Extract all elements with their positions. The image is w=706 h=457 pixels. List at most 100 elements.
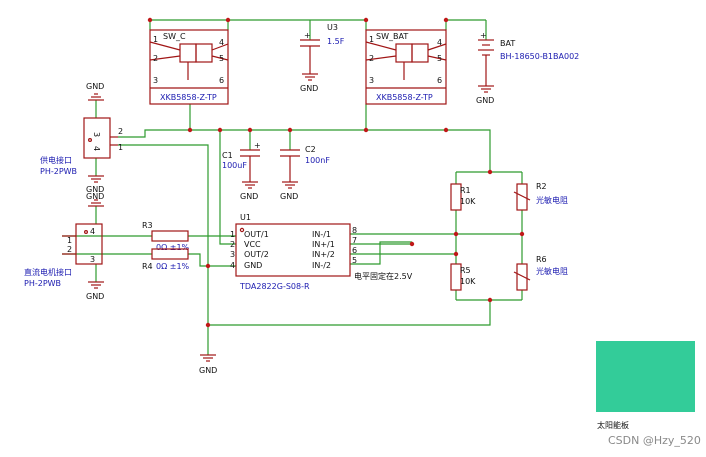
svg-text:4: 4 (92, 146, 101, 151)
junctions (147, 17, 525, 328)
svg-text:1: 1 (153, 35, 158, 44)
svg-text:GND: GND (244, 261, 262, 270)
r1-value: 10K (460, 197, 476, 206)
svg-text:3: 3 (90, 255, 95, 264)
r3-ref: R3 (142, 221, 153, 230)
power-connector-name: 供电接口 (40, 155, 72, 165)
switch-sw-bat: 1 2 3 4 5 6 SW_BAT XKB5858-Z-TP (365, 29, 447, 105)
solar-panel: 太阳能板 (596, 341, 695, 430)
motor-connector: 1 2 4 3 直流电机接口 PH-2PWB (24, 223, 103, 288)
gnd-u3: GND (300, 73, 318, 93)
svg-text:OUT/1: OUT/1 (244, 230, 269, 239)
svg-text:VCC: VCC (244, 240, 261, 249)
svg-text:7: 7 (352, 236, 357, 245)
svg-text:1: 1 (67, 236, 72, 245)
svg-text:2: 2 (153, 54, 158, 63)
gnd-main: GND (199, 354, 217, 375)
svg-text:GND: GND (476, 96, 494, 105)
svg-text:3: 3 (369, 76, 374, 85)
svg-text:GND: GND (300, 84, 318, 93)
sw-c-part: XKB5858-Z-TP (160, 93, 217, 102)
watermark: CSDN @Hzy_520 (608, 434, 701, 447)
bat-part: BH-18650-B1BA002 (500, 52, 579, 61)
capacitor-c1: + C1 100uF (222, 141, 261, 182)
r4-value: 0Ω ±1% (156, 262, 190, 271)
svg-text:2: 2 (230, 240, 235, 249)
gnd-bat: GND (476, 85, 494, 105)
gnd-power-bottom: GND (86, 175, 104, 194)
svg-text:OUT/2: OUT/2 (244, 250, 269, 259)
svg-text:6: 6 (352, 246, 357, 255)
svg-text:+: + (480, 31, 487, 40)
svg-text:3: 3 (153, 76, 158, 85)
photoresistor-r6: R6 光敏电阻 (513, 255, 568, 291)
svg-text:5: 5 (352, 256, 357, 265)
solar-label: 太阳能板 (597, 420, 629, 430)
ground-symbols: GND GND GND GND GND GND GND GND (86, 73, 494, 375)
svg-text:3: 3 (92, 132, 101, 137)
gnd-c2: GND (280, 181, 298, 201)
r5-ref: R5 (460, 266, 471, 275)
svg-text:1: 1 (118, 143, 123, 152)
r2-value: 光敏电阻 (536, 195, 568, 205)
svg-text:GND: GND (86, 82, 104, 91)
svg-text:IN+/2: IN+/2 (312, 250, 335, 259)
svg-text:5: 5 (219, 54, 224, 63)
svg-text:IN-/1: IN-/1 (312, 230, 331, 239)
gnd-motor-bottom: GND (86, 281, 104, 301)
svg-text:5: 5 (437, 54, 442, 63)
svg-text:3: 3 (230, 250, 235, 259)
capacitor-c2: C2 100nF (280, 145, 330, 182)
ic-u1: U1 1 OUT/1 2 VCC 3 OUT/2 4 GND IN-/1 8 I… (230, 213, 357, 291)
photoresistor-r2: R2 光敏电阻 (513, 182, 568, 211)
svg-text:2: 2 (118, 127, 123, 136)
svg-text:GND: GND (280, 192, 298, 201)
sw-bat-part: XKB5858-Z-TP (376, 93, 433, 102)
svg-text:GND: GND (86, 192, 104, 201)
gnd-motor-top: GND (86, 192, 104, 207)
resistor-r1: R1 10K (450, 183, 476, 211)
r1-ref: R1 (460, 186, 471, 195)
capacitor-u3: + U3 1.5F (300, 23, 345, 74)
power-connector: 2 1 3 4 供电接口 PH-2PWB (40, 117, 123, 176)
svg-text:GND: GND (240, 192, 258, 201)
svg-text:4: 4 (90, 227, 95, 236)
svg-text:GND: GND (199, 366, 217, 375)
resistor-r3: R3 0Ω ±1% (142, 221, 190, 252)
battery-bat: + BAT BH-18650-B1BA002 (478, 31, 579, 86)
sw-bat-ref: SW_BAT (376, 32, 408, 41)
svg-text:8: 8 (352, 226, 357, 235)
svg-text:IN-/2: IN-/2 (312, 261, 331, 270)
svg-text:+: + (254, 141, 261, 150)
resistor-r4: R4 0Ω ±1% (142, 248, 190, 271)
svg-text:IN+/1: IN+/1 (312, 240, 335, 249)
svg-text:6: 6 (219, 76, 224, 85)
svg-text:GND: GND (86, 185, 104, 194)
u1-part: TDA2822G-S08-R (239, 282, 310, 291)
u3-ref: U3 (327, 23, 338, 32)
r6-value: 光敏电阻 (536, 266, 568, 276)
sw-c-ref: SW_C (163, 32, 186, 41)
svg-text:6: 6 (437, 76, 442, 85)
svg-text:2: 2 (67, 245, 72, 254)
bat-ref: BAT (500, 39, 515, 48)
gnd-c1: GND (240, 181, 258, 201)
svg-text:GND: GND (86, 292, 104, 301)
gnd-power-top: GND (86, 82, 104, 101)
r2-ref: R2 (536, 182, 547, 191)
c1-value: 100uF (222, 161, 247, 170)
motor-connector-part: PH-2PWB (24, 279, 61, 288)
svg-text:4: 4 (219, 38, 224, 47)
r3-value: 0Ω ±1% (156, 243, 190, 252)
r4-ref: R4 (142, 262, 153, 271)
svg-text:1: 1 (230, 230, 235, 239)
svg-text:1: 1 (369, 35, 374, 44)
resistor-r5: R5 10K (450, 263, 476, 291)
c2-ref: C2 (305, 145, 316, 154)
u3-value: 1.5F (327, 37, 345, 46)
voltage-note: 电平固定在2.5V (354, 271, 413, 281)
svg-text:2: 2 (369, 54, 374, 63)
c2-value: 100nF (305, 156, 330, 165)
wires (62, 19, 523, 355)
